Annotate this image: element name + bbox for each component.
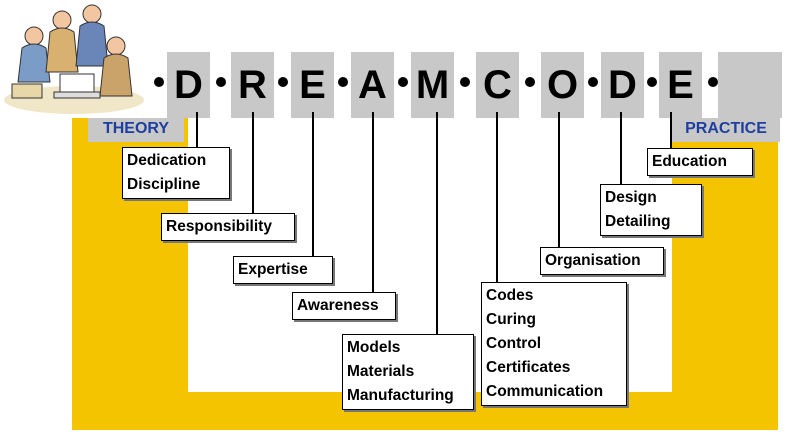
- letter-panel: [601, 52, 644, 118]
- term-box: Education: [647, 148, 753, 176]
- connector-line: [496, 112, 498, 282]
- term-box: Organisation: [540, 247, 664, 275]
- term-text: Expertise: [238, 261, 308, 278]
- letter-panel: [231, 52, 274, 118]
- connector-line: [436, 112, 438, 334]
- right-label-panel: [672, 118, 780, 142]
- letter-panel: [659, 52, 702, 118]
- letter-panel: [476, 52, 519, 118]
- term-text: Responsibility: [166, 218, 272, 235]
- separator-dot: [277, 77, 288, 87]
- term-box: Expertise: [233, 256, 333, 284]
- letter-panel: [411, 52, 454, 118]
- term-box: Responsibility: [161, 213, 295, 241]
- term-text: Control: [486, 335, 542, 352]
- acronym-letter: E: [299, 63, 326, 107]
- practice-label: PRACTICE: [685, 120, 767, 137]
- term-text: Codes: [486, 287, 534, 304]
- term-text: Certificates: [486, 359, 571, 376]
- acronym-letter: O: [546, 63, 579, 107]
- acronym-letter: C: [483, 63, 512, 107]
- separator-dot: [215, 77, 226, 87]
- connector-line: [312, 112, 314, 256]
- term-text: Awareness: [297, 297, 379, 314]
- acronym-letter: D: [608, 63, 637, 107]
- connector-line: [372, 112, 374, 292]
- theory-label: THEORY: [102, 120, 170, 137]
- term-text: Dedication: [127, 152, 207, 169]
- term-text: Manufacturing: [347, 387, 454, 404]
- separator-dot: [460, 77, 470, 87]
- connector-line: [558, 112, 560, 247]
- separator-dot: [525, 77, 535, 87]
- term-text: Communication: [486, 383, 604, 400]
- term-text: Education: [652, 153, 727, 170]
- acronym-end-panel: [718, 52, 782, 118]
- letter-panel: [167, 52, 210, 118]
- letter-panel: [291, 52, 334, 118]
- acronym-letter: M: [415, 63, 450, 107]
- term-box: Awareness: [292, 292, 396, 320]
- term-text: Detailing: [605, 213, 671, 230]
- term-text: Curing: [486, 311, 536, 328]
- connector-line: [252, 112, 254, 213]
- separator-dot: [337, 77, 348, 87]
- term-text: Materials: [347, 363, 415, 380]
- connector-line: [620, 112, 622, 184]
- letter-panel: [351, 52, 394, 118]
- term-text: Discipline: [127, 176, 201, 193]
- left-label-panel: [88, 118, 184, 142]
- acronym-letter: D: [174, 63, 203, 107]
- separator-dot: [397, 77, 408, 87]
- term-text: Design: [605, 189, 657, 206]
- acronym-letter: R: [238, 63, 267, 107]
- acronym-letter: A: [358, 63, 387, 107]
- letter-panel: [541, 52, 584, 118]
- acronym-letter: E: [667, 63, 694, 107]
- separator-dot: [154, 77, 164, 87]
- connector-line: [670, 112, 672, 148]
- term-text: Organisation: [545, 252, 641, 269]
- separator-dot: [708, 77, 718, 87]
- term-text: Models: [347, 339, 401, 356]
- separator-dot: [587, 77, 598, 87]
- separator-dot: [646, 77, 657, 87]
- people-at-computer-icon: [4, 4, 144, 114]
- connector-line: [196, 112, 198, 147]
